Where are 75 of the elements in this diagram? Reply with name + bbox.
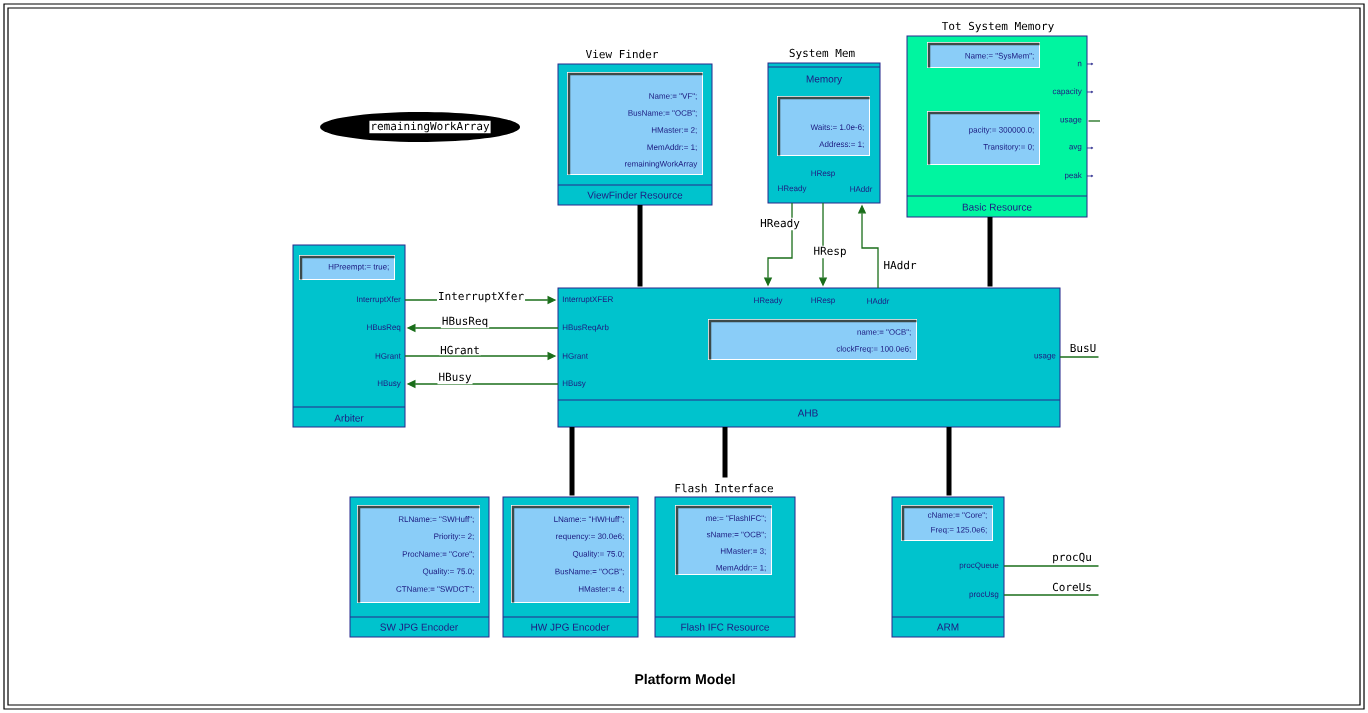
port-label: HBusReqArb xyxy=(562,324,609,332)
parameter-line: LName:= "HWHuff"; xyxy=(554,516,624,523)
parameter-line: clockFreq:= 100.0e6; xyxy=(836,345,911,354)
port-label: HGrant xyxy=(562,353,588,359)
parameter-line: Priority:= 2; xyxy=(434,533,474,541)
block-heading: Memory xyxy=(806,75,843,85)
block-title: Flash Interface xyxy=(673,482,775,494)
port-label: InterruptXFER xyxy=(562,296,613,304)
parameter-line: CTName:= "SWDCT"; xyxy=(396,586,474,593)
parameter-line: RLName:= "SWHuff"; xyxy=(398,516,474,523)
edge-label: InterruptXfer xyxy=(436,290,526,304)
block-name: ViewFinder Resource xyxy=(587,191,683,199)
parameter-line: Quality:= 75.0; xyxy=(422,568,474,576)
parameter-line: MemAddr:= 1; xyxy=(716,564,766,572)
port-label: HBusy xyxy=(377,380,401,388)
block-name: ARM xyxy=(936,623,959,631)
signal-line xyxy=(1003,594,1100,596)
parameter-line: HMaster:= 2; xyxy=(651,127,697,134)
parameter-line: Waits:= 1.0e-6; xyxy=(810,124,864,131)
port-label: HGrant xyxy=(375,353,401,359)
block-name: AHB xyxy=(797,409,818,417)
signal-line xyxy=(1059,356,1100,358)
parameter-line: BusName:= "OCB"; xyxy=(628,110,697,117)
edge-label: BusU xyxy=(1068,342,1098,354)
parameter-line: ProcName:= "Core"; xyxy=(402,551,474,558)
parameter-line: HPreempt:= true; xyxy=(328,263,389,272)
block-name: Flash IFC Resource xyxy=(681,623,769,631)
parameter-line: name:= "OCB"; xyxy=(857,329,911,336)
bus-line xyxy=(637,205,643,287)
edge-label: HResp xyxy=(812,245,848,259)
parameter-line: requency:= 30.0e6; xyxy=(556,533,624,541)
edge-label: HAddr xyxy=(882,259,918,271)
port-label: procQueue xyxy=(959,562,999,570)
bus-line xyxy=(722,427,728,478)
parameter-line: Name:= "VF"; xyxy=(649,93,697,100)
port-label: procUsg xyxy=(969,591,999,599)
parameter-line: MemAddr:= 1; xyxy=(647,144,697,151)
port-label: HAddr xyxy=(850,186,873,192)
block-name: Arbiter xyxy=(334,414,364,422)
block-name: HW JPG Encoder xyxy=(531,623,610,631)
port-label: HAddr xyxy=(867,298,890,304)
edge-label: HBusReq xyxy=(440,315,490,329)
block-title: Tot System Memory xyxy=(940,20,1056,34)
port-label: HReady xyxy=(778,185,807,193)
port-label: HReady xyxy=(754,297,783,305)
parameter-line: Address:= 1; xyxy=(819,141,864,148)
block-title: System Mem xyxy=(787,47,857,61)
parameter-line: HMaster:= 3; xyxy=(720,548,766,555)
block-name: SW JPG Encoder xyxy=(380,623,458,631)
bus-line xyxy=(946,427,952,496)
parameter-line: cName:= "Core"; xyxy=(927,512,987,519)
port-label: usage xyxy=(1034,354,1056,360)
port-label: HBusy xyxy=(562,380,586,388)
parameter-line: Quality:= 75.0; xyxy=(572,550,624,559)
block-title: View Finder xyxy=(584,48,660,60)
parameter-line: HMaster:= 4; xyxy=(578,586,624,593)
edge-label: HGrant xyxy=(439,344,481,356)
parameter-line: me:= "FlashIFC"; xyxy=(706,515,766,522)
parameter-line: remainingWorkArray xyxy=(625,160,698,169)
port-label: HResp xyxy=(811,297,835,305)
parameter-line: BusName:= "OCB"; xyxy=(555,568,624,576)
edge-label: procQu xyxy=(1051,551,1093,565)
parameter-line: Freq:= 125.0e6; xyxy=(931,526,987,535)
signal-line xyxy=(1087,120,1101,122)
port-label: HBusReq xyxy=(367,324,401,332)
signal-line xyxy=(1003,565,1100,567)
edge-label: CoreUs xyxy=(1051,581,1093,593)
edge-label: HBusy xyxy=(437,371,473,385)
bus-line xyxy=(987,217,993,287)
bus-line xyxy=(569,427,575,496)
port-label: HResp xyxy=(811,170,835,178)
caption: Platform Model xyxy=(635,673,735,685)
parameter-line: sName:= "OCB"; xyxy=(706,531,766,539)
port-label: InterruptXfer xyxy=(357,296,401,304)
edge-label: HReady xyxy=(759,217,801,231)
